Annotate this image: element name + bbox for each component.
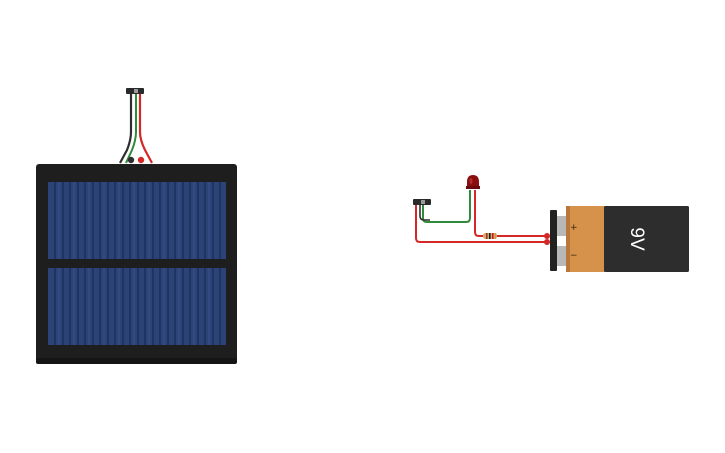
led-highlight (469, 178, 473, 184)
battery-negative-sign: − (570, 251, 578, 261)
solar-panel-frame-shade (36, 358, 237, 364)
battery-positive-sign: + (570, 223, 578, 233)
battery-wrap (566, 206, 605, 272)
battery-clip-joint-positive (544, 233, 550, 239)
led-dome (467, 175, 479, 188)
battery-clip-joint-negative (544, 239, 550, 245)
battery-terminal-positive (557, 216, 567, 236)
sensor-connector[interactable] (413, 199, 431, 205)
resistor-band-4 (495, 233, 497, 239)
led-base (466, 186, 480, 189)
solar-panel-joint-black (127, 156, 135, 164)
resistor[interactable] (483, 233, 497, 239)
solar-panel-lead-green (125, 92, 137, 164)
solar-panel-cells-top (48, 182, 226, 259)
battery-voltage-label: 9V (626, 227, 647, 251)
battery-terminal-negative (557, 246, 567, 266)
battery-wrap-shade (566, 206, 570, 272)
battery-clip (550, 210, 557, 271)
led[interactable] (466, 175, 480, 189)
resistor-band-3 (492, 233, 494, 239)
solar-panel-joint-red (137, 156, 145, 164)
resistor-band-1 (486, 233, 488, 239)
wire-red-bottom[interactable] (415, 205, 548, 243)
resistor-band-2 (489, 233, 491, 239)
solar-panel-lead-red (138, 92, 153, 164)
solar-panel-cells-bottom (48, 268, 226, 345)
wire-green[interactable] (422, 190, 471, 223)
battery-label-body (604, 206, 689, 272)
circuit-wires (415, 190, 548, 243)
battery-9v[interactable]: + − 9V (544, 206, 689, 272)
wire-red-led[interactable] (474, 190, 483, 237)
solar-panel-lead-black (119, 92, 133, 164)
solar-panel-connector-pin (134, 89, 138, 93)
solar-panel[interactable] (36, 88, 237, 364)
wire-black-sensor (419, 205, 430, 221)
